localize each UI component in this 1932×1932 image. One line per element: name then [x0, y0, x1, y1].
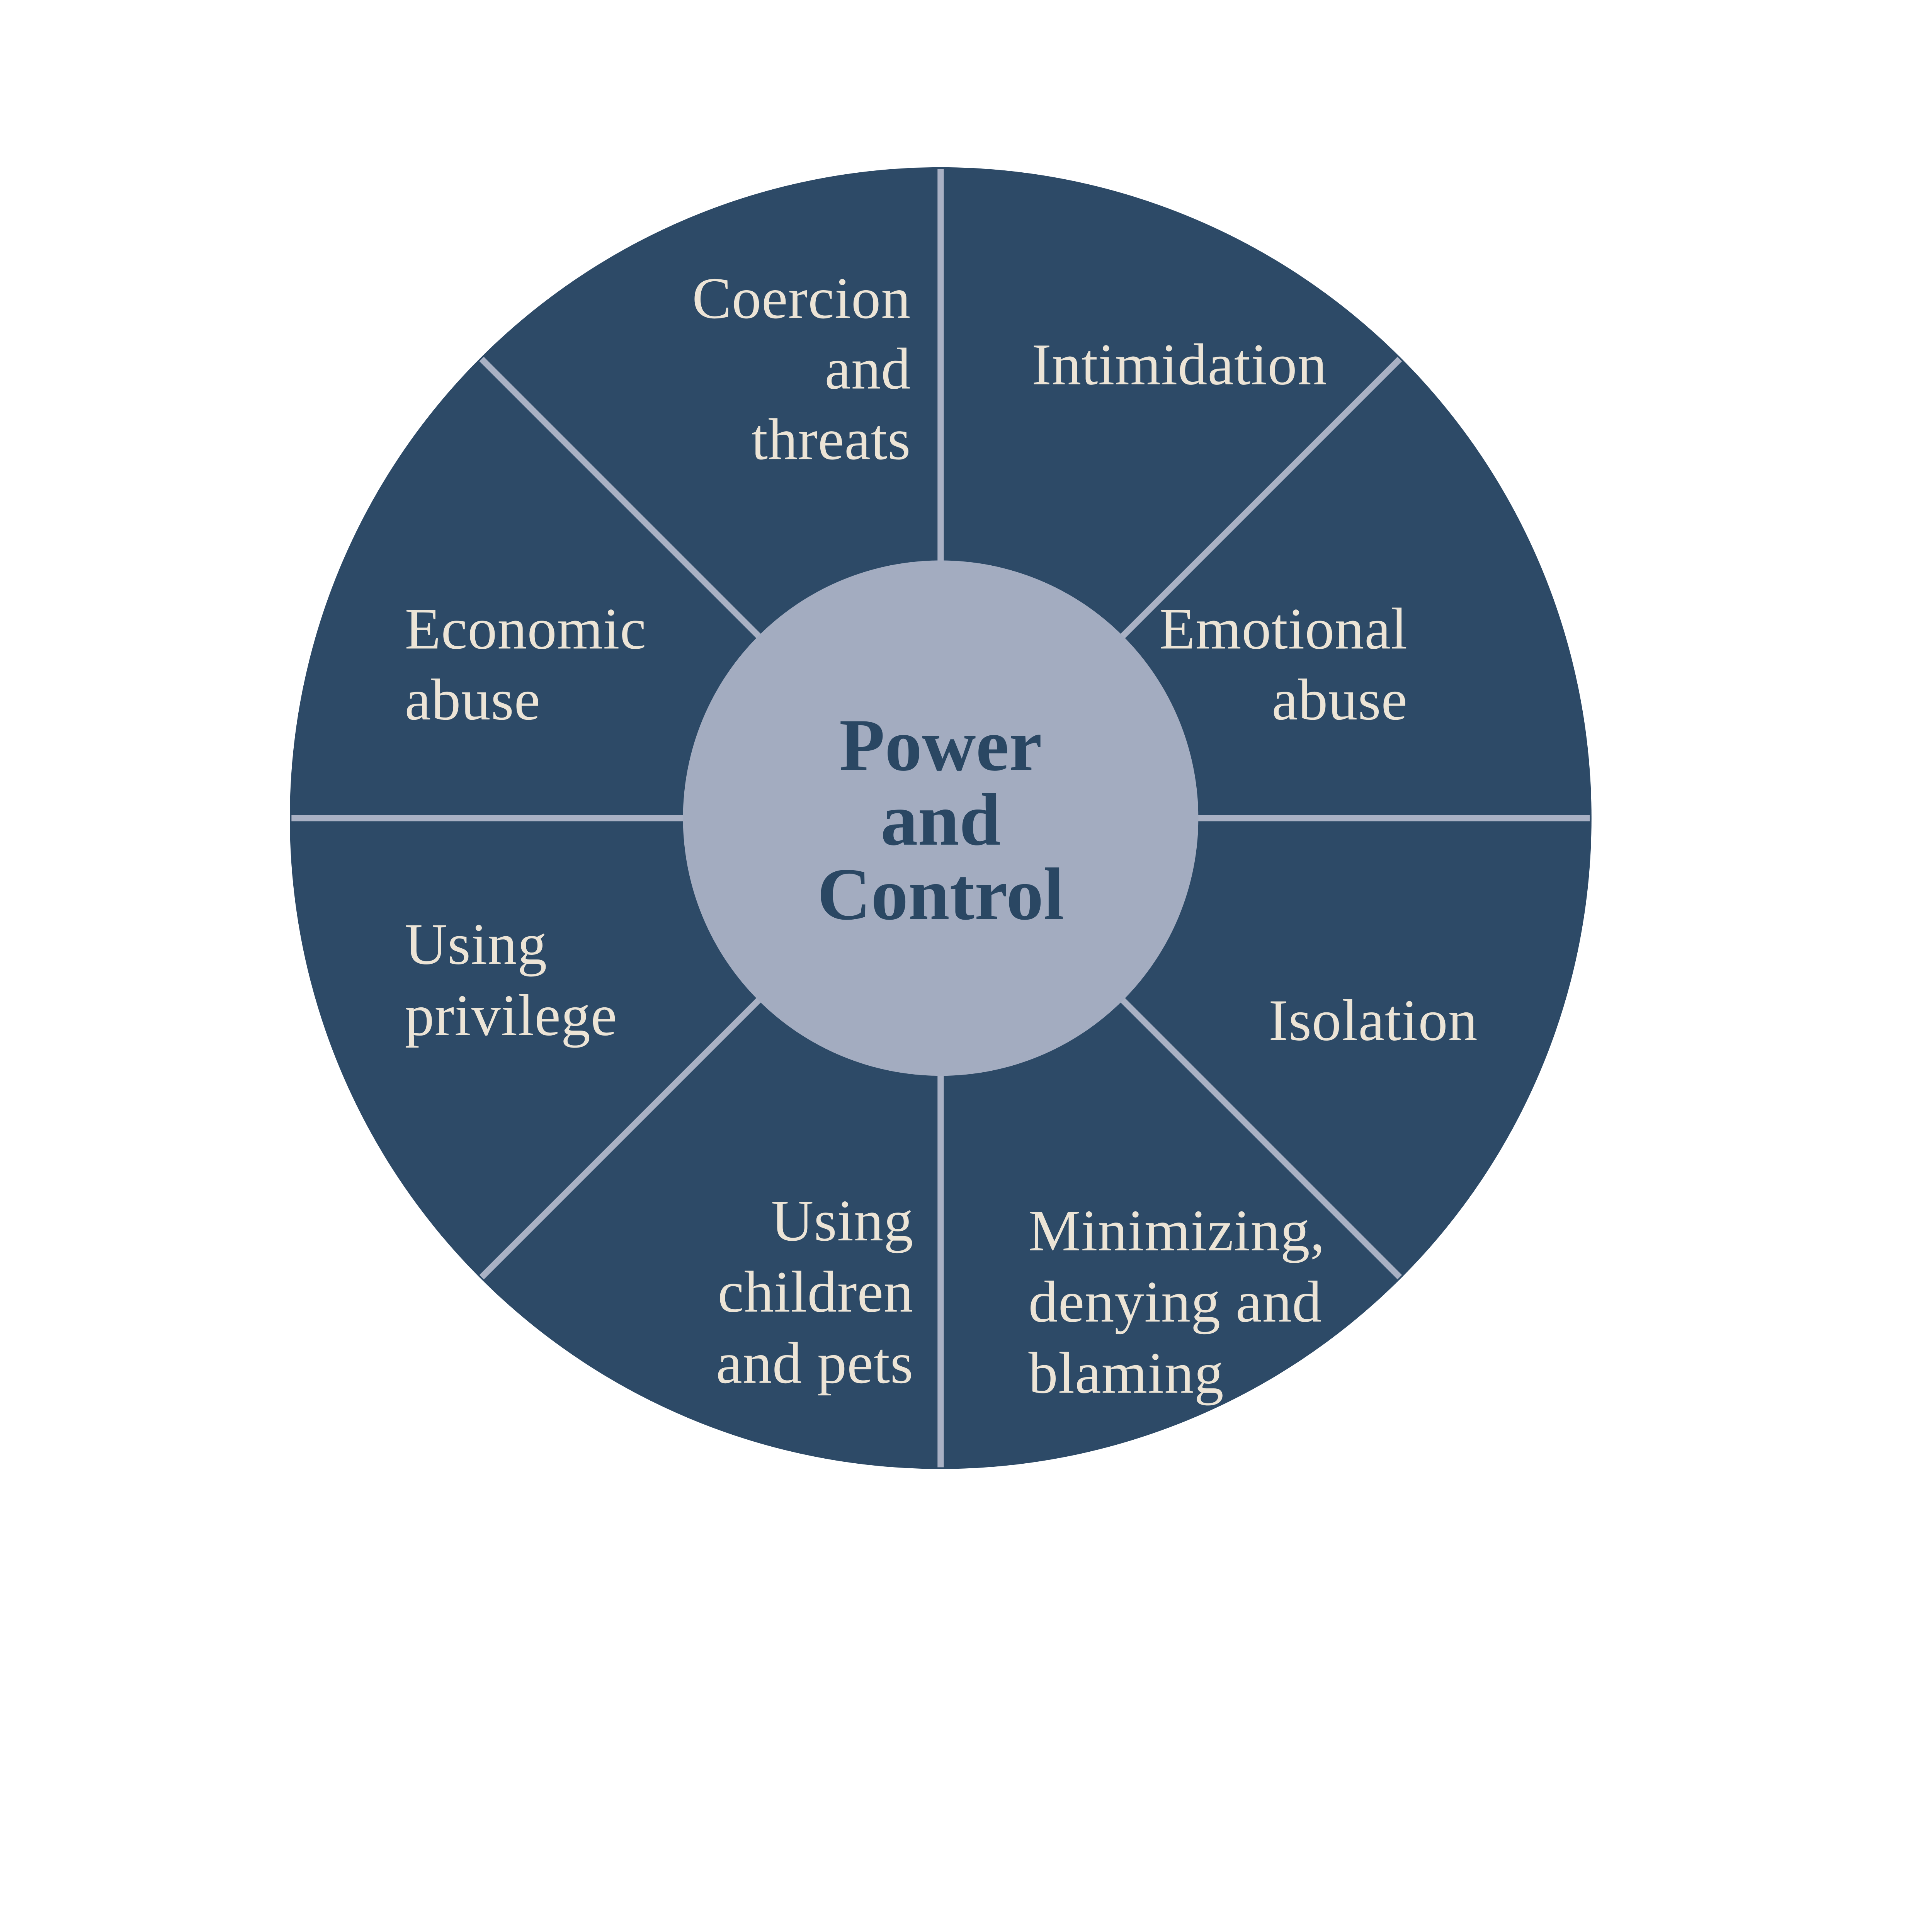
segment-label-line: abuse — [405, 667, 541, 733]
hub-circle — [683, 560, 1199, 1076]
center-label-line: Power — [839, 704, 1042, 786]
segment-labels: Coercion and threats Intimidation Emotio… — [405, 266, 1478, 1406]
segment-label-line: Coercion — [692, 266, 911, 331]
segment-label-line: Minimizing, — [1029, 1198, 1325, 1264]
segment-label-line: and — [825, 336, 911, 401]
segment-label-line: Isolation — [1269, 988, 1478, 1053]
segment-label-line: children — [718, 1259, 913, 1325]
center-label-line: and — [881, 778, 1001, 861]
segment-label-line: threats — [752, 407, 911, 472]
segment-label-line: blaming — [1029, 1340, 1224, 1406]
segment-label-intimidation: Intimidation — [1032, 332, 1327, 397]
center-label-line: Control — [817, 853, 1064, 935]
segment-label-minimizing-denying-blaming: Minimizing, denying and blaming — [1029, 1198, 1325, 1406]
segment-label-line: Using — [771, 1188, 913, 1253]
segment-label-line: Economic — [405, 596, 646, 662]
segment-label-line: denying and — [1029, 1269, 1322, 1335]
diagram-stage: Coercion and threats Intimidation Emotio… — [290, 167, 1592, 1469]
segment-label-line: and pets — [716, 1331, 913, 1396]
segment-label-line: Intimidation — [1032, 332, 1327, 397]
segment-label-using-privilege: Using privilege — [405, 912, 617, 1048]
segment-label-emotional-abuse: Emotional abuse — [1159, 596, 1408, 733]
segment-label-economic-abuse: Economic abuse — [405, 596, 646, 732]
segment-label-line: privilege — [405, 983, 617, 1048]
segment-label-coercion-and-threats: Coercion and threats — [692, 266, 911, 472]
segment-label-line: Using — [405, 912, 547, 977]
segment-label-line: abuse — [1272, 667, 1408, 733]
segment-label-using-children-and-pets: Using children and pets — [716, 1188, 913, 1396]
power-control-wheel-diagram: Coercion and threats Intimidation Emotio… — [290, 167, 1592, 1469]
segment-label-line: Emotional — [1159, 596, 1408, 662]
center-label: Power and Control — [817, 704, 1064, 935]
segment-label-isolation: Isolation — [1269, 988, 1478, 1053]
